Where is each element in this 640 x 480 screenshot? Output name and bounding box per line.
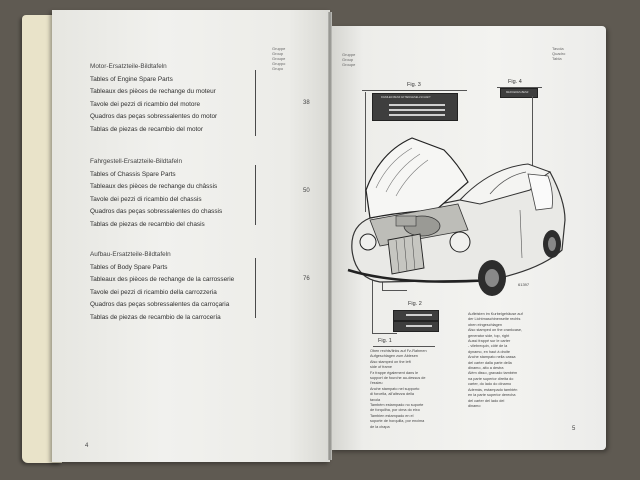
leader-line xyxy=(372,333,397,334)
fig1-label: Fig. 1 xyxy=(378,338,392,344)
fig1-rule xyxy=(373,346,435,347)
leader-line xyxy=(532,96,533,176)
toc-line: Motor-Ersatzteile-Bildtafeln xyxy=(90,63,167,70)
caption-fig1: Oben rechts/links auf Fz-Rahmen Aufgesch… xyxy=(370,349,427,429)
book-spine xyxy=(328,12,332,460)
fig2-plate-top xyxy=(393,310,439,321)
fig3-label: Fig. 3 xyxy=(407,82,421,88)
toc-page-number: 38 xyxy=(303,100,310,106)
left-page xyxy=(52,10,330,462)
toc-line: Tavole dei pezzi di ricambio del chassis xyxy=(90,195,202,203)
fig2-label: Fig. 2 xyxy=(408,301,422,307)
toc-line: Tableaux des pièces de rechange du moteu… xyxy=(90,88,216,95)
left-page-number: 4 xyxy=(85,443,89,449)
toc-line: Quadros das peças sobressalentes da carr… xyxy=(90,301,230,308)
fig4-label: Fig. 4 xyxy=(508,79,522,85)
fig4-engine-plate: MERCEDES-BENZ xyxy=(500,88,538,98)
toc-line: Tablas de piezas de recambio de la carro… xyxy=(90,313,221,321)
toc-line: Quadros das peças sobressalentes do chas… xyxy=(90,208,223,215)
toc-line: Tablas de piezas de recambio del motor xyxy=(90,125,203,133)
leader-line xyxy=(382,290,407,291)
toc-line: Tavole dei pezzi di ricambio della carro… xyxy=(90,288,217,296)
toc-page-number: 50 xyxy=(303,188,310,194)
toc-section-body: Aufbau-Ersatzteile-Bildtafeln Tables of … xyxy=(90,249,234,324)
toc-bracket xyxy=(255,70,256,136)
car-illustration: 61397 xyxy=(347,137,566,296)
toc-page-number: 76 xyxy=(303,276,310,282)
leader-line xyxy=(365,92,366,212)
toc-line: Tables of Engine Spare Parts xyxy=(90,75,173,83)
toc-section-engine: Motor-Ersatzteile-Bildtafeln Tables of E… xyxy=(90,61,217,136)
car-code: 61397 xyxy=(518,282,530,287)
fig3-rule xyxy=(362,90,467,91)
toc-line: Tables of Body Spare Parts xyxy=(90,263,168,271)
right-page-header-right: Tavola Quadro Tabla xyxy=(552,46,566,61)
fig2-plate-bottom xyxy=(393,321,439,332)
toc-bracket xyxy=(255,258,256,318)
toc-line: Tavole dei pezzi di ricambio del motore xyxy=(90,100,201,108)
toc-line: Quadros das peças sobressalentes do moto… xyxy=(90,113,218,120)
toc-line: Tableaux des pièces de rechange du châss… xyxy=(90,183,218,190)
toc-line: Tables of Chassis Spare Parts xyxy=(90,170,176,178)
toc-bracket xyxy=(255,165,256,225)
toc-line: Tableaux des pièces de rechange de la ca… xyxy=(90,276,235,283)
right-page-number: 5 xyxy=(572,426,576,432)
fig4-rule xyxy=(497,87,542,88)
toc-line: Aufbau-Ersatzteile-Bildtafeln xyxy=(90,251,171,258)
left-page-header-labels: Gruppe Group Groupe Gruppo Grupo xyxy=(272,46,286,71)
fig3-type-plate: DAIMLER-BENZ AKTIENGESELLSCHAFT xyxy=(372,93,458,121)
caption-fig4: Aufleisten im Kurbelgehäuse auf der Lich… xyxy=(468,312,523,408)
toc-section-chassis: Fahrgestell-Ersatzteile-Bildtafeln Table… xyxy=(90,156,222,231)
toc-line: Fahrgestell-Ersatzteile-Bildtafeln xyxy=(90,158,182,165)
toc-line: Tablas de piezas de recambio del chasis xyxy=(90,220,205,228)
right-page-header-labels: Gruppe Group Groupe xyxy=(342,52,356,67)
